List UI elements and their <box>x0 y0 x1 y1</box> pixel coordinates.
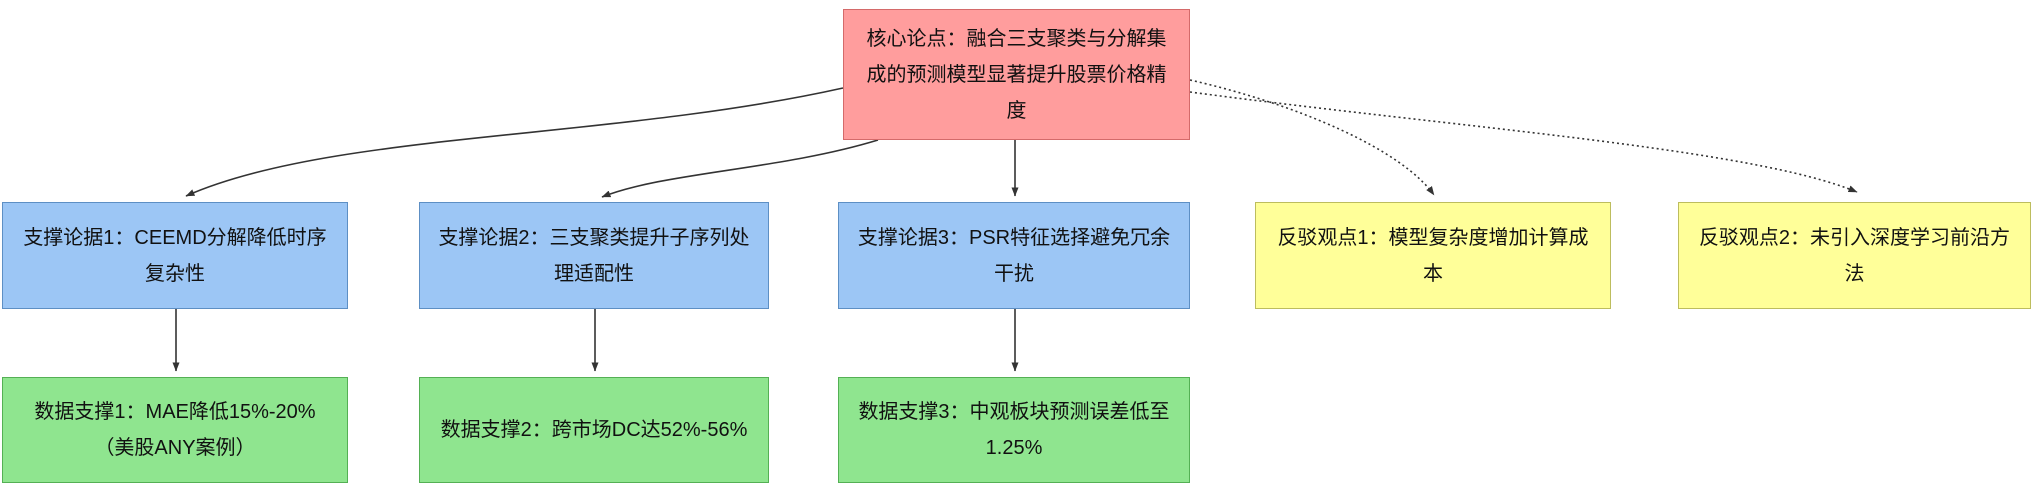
node-support-2-label: 支撑论据2：三支聚类提升子序列处理适配性 <box>438 226 750 285</box>
node-evidence-1-label: 数据支撑1：MAE降低15%-20%（美股ANY案例） <box>34 401 316 459</box>
edge-core-to-counter1 <box>1189 79 1435 196</box>
node-evidence-3: 数据支撑3：中观板块预测误差低至1.25% <box>838 377 1190 483</box>
node-evidence-1: 数据支撑1：MAE降低15%-20%（美股ANY案例） <box>2 377 348 483</box>
node-core-claim: 核心论点：融合三支聚类与分解集成的预测模型显著提升股票价格精度 <box>843 9 1190 140</box>
node-evidence-2-label: 数据支撑2：跨市场DC达52%-56% <box>440 419 748 441</box>
node-support-2: 支撑论据2：三支聚类提升子序列处理适配性 <box>419 202 769 309</box>
node-counter-2: 反驳观点2：未引入深度学习前沿方法 <box>1678 202 2031 309</box>
node-counter-2-label: 反驳观点2：未引入深度学习前沿方法 <box>1698 226 2011 285</box>
node-counter-1-label: 反驳观点1：模型复杂度增加计算成本 <box>1277 226 1589 285</box>
node-support-1-label: 支撑论据1：CEEMD分解降低时序复杂性 <box>23 226 327 285</box>
node-support-3: 支撑论据3：PSR特征选择避免冗余干扰 <box>838 202 1190 309</box>
node-evidence-3-label: 数据支撑3：中观板块预测误差低至1.25% <box>858 401 1170 459</box>
node-evidence-2: 数据支撑2：跨市场DC达52%-56% <box>419 377 769 483</box>
edge-core-to-support1 <box>185 87 844 197</box>
node-support-1: 支撑论据1：CEEMD分解降低时序复杂性 <box>2 202 348 309</box>
edge-core-to-support2 <box>601 139 879 198</box>
node-core-claim-label: 核心论点：融合三支聚类与分解集成的预测模型显著提升股票价格精度 <box>866 27 1167 122</box>
edge-core-to-counter2 <box>1189 91 1858 193</box>
node-support-3-label: 支撑论据3：PSR特征选择避免冗余干扰 <box>857 226 1171 285</box>
node-counter-1: 反驳观点1：模型复杂度增加计算成本 <box>1255 202 1611 309</box>
